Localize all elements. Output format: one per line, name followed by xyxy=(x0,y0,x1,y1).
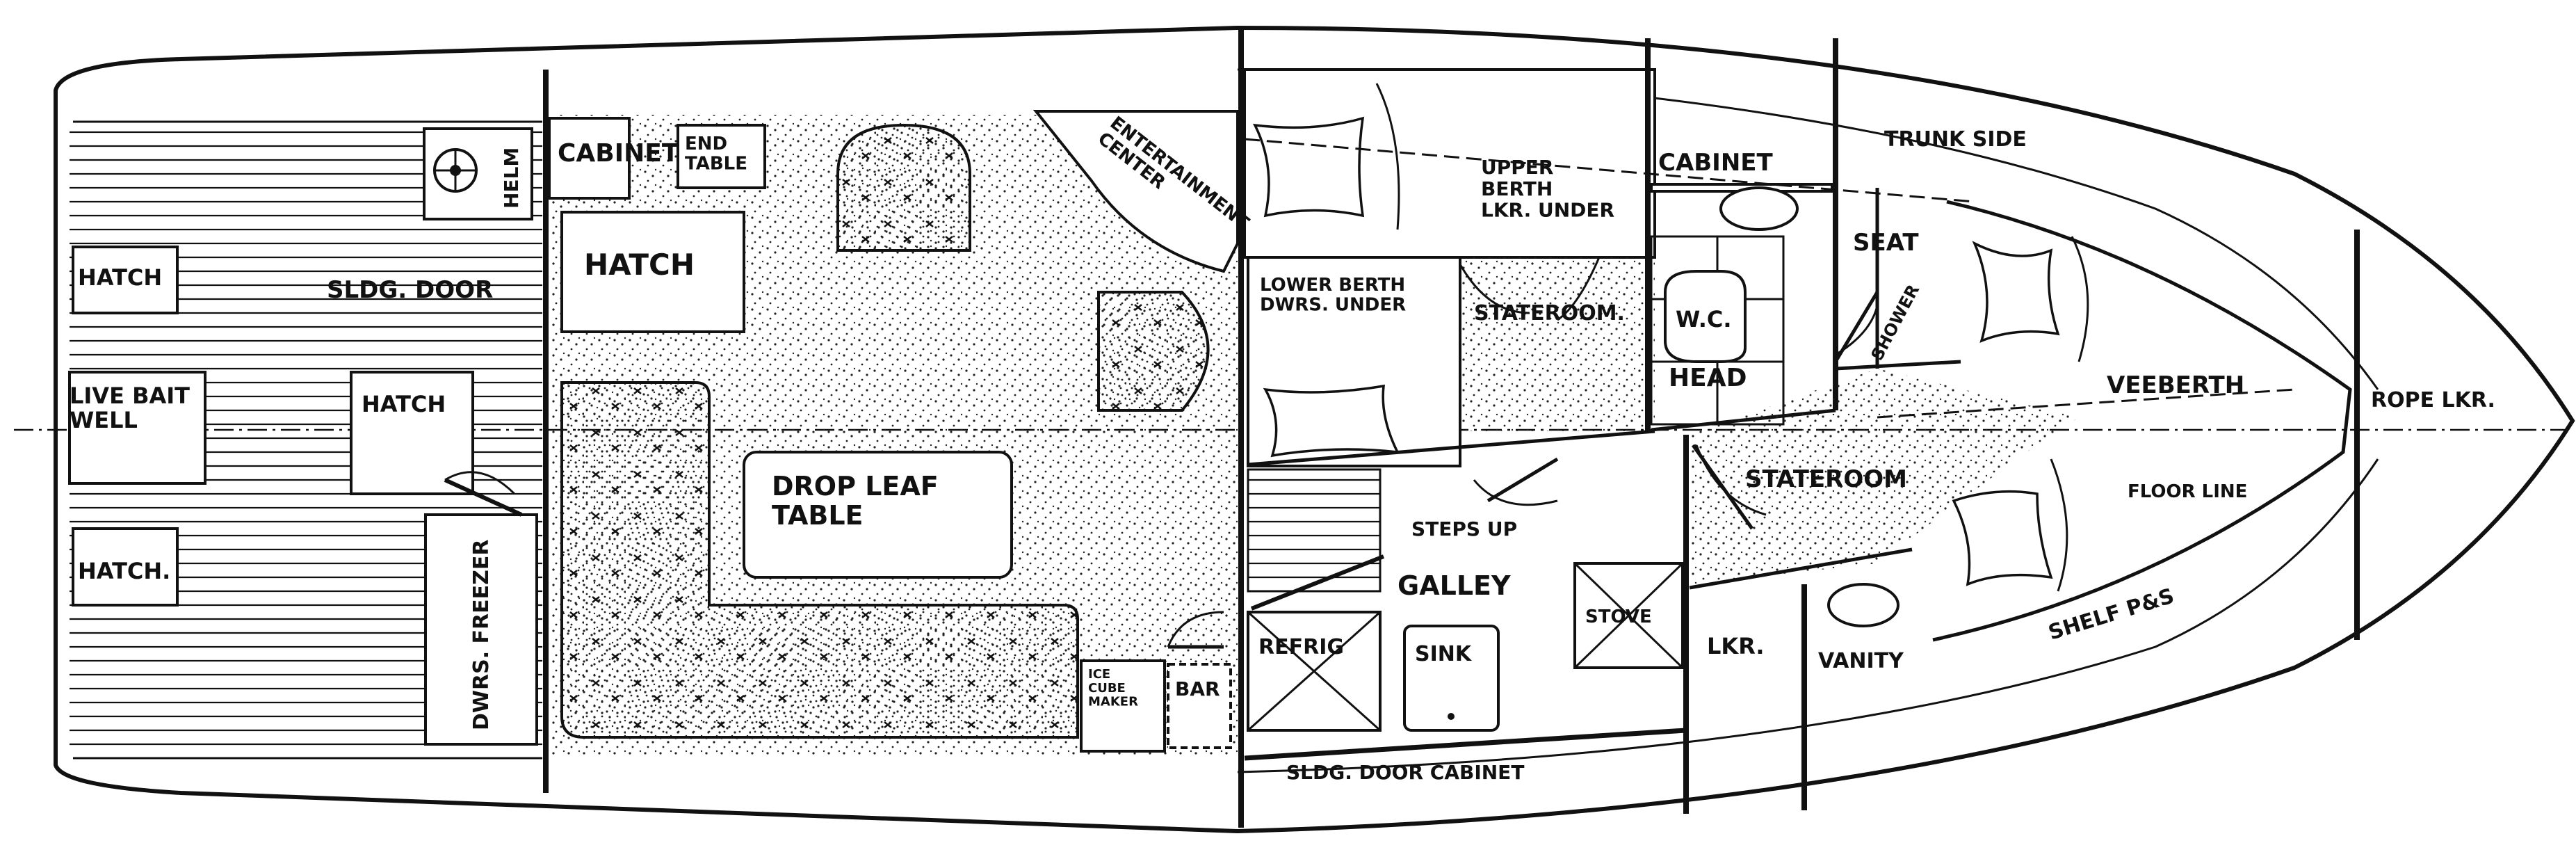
label-vanity: VANITY xyxy=(1818,649,1904,673)
freezer-drawers xyxy=(424,513,538,746)
cockpit-hatch-3 xyxy=(72,527,179,607)
label-helm: HELM xyxy=(500,147,523,209)
label-veeberth: VEEBERTH xyxy=(2107,371,2244,399)
door-swing-bar xyxy=(1167,611,1224,648)
l-settee xyxy=(560,381,1079,739)
chair-fwd xyxy=(1097,291,1210,412)
label-refrig: REFRIG xyxy=(1258,635,1344,659)
label-hatch-cockpit-2: HATCH xyxy=(362,391,446,417)
label-cabinet-aft: CABINET xyxy=(558,139,679,168)
label-steps-up: STEPS UP xyxy=(1411,517,1517,540)
label-hatch-cockpit-1: HATCH xyxy=(78,264,162,291)
helm-station xyxy=(423,127,533,220)
label-sldg-door: SLDG. DOOR xyxy=(327,276,493,304)
label-dwrs-freezer: DWRS. FREEZER xyxy=(469,540,494,730)
label-wc: W.C. xyxy=(1676,306,1731,332)
door-swing-galley xyxy=(1473,479,1558,506)
deck-line xyxy=(73,68,2379,773)
label-hatch-cockpit-3: HATCH. xyxy=(78,558,170,584)
drop-leaf-table xyxy=(743,451,1013,579)
label-trunk-side: TRUNK SIDE xyxy=(1884,127,2027,152)
label-sldg-door-cabinet: SLDG. DOOR CABINET xyxy=(1286,761,1524,784)
floor-line xyxy=(1877,388,2295,419)
hull-outline xyxy=(54,25,2575,834)
cockpit-hatch-1 xyxy=(72,246,179,314)
cabinet-aft xyxy=(548,117,631,200)
stateroom-fwd-floor xyxy=(1690,369,2079,584)
blanket-veeberth-1 xyxy=(2071,236,2089,362)
label-stateroom-fwd: STATEROOM xyxy=(1745,465,1907,493)
steps-up xyxy=(1247,468,1382,593)
blanket-veeberth-2 xyxy=(2050,458,2068,592)
label-cabinet-fwd: CABINET xyxy=(1658,149,1774,177)
label-bar: BAR xyxy=(1175,677,1220,700)
veeberth-outline xyxy=(1932,200,2352,642)
salon-hatch xyxy=(560,211,745,333)
wc xyxy=(1664,270,1747,363)
label-galley: GALLEY xyxy=(1398,570,1511,601)
label-stove: STOVE xyxy=(1585,607,1652,627)
label-stateroom-aft: STATEROOM. xyxy=(1474,301,1625,326)
bar xyxy=(1167,663,1232,749)
pillow-veeberth-1 xyxy=(1972,241,2060,343)
live-bait-well xyxy=(68,371,206,485)
stateroom-aft-floor xyxy=(1460,257,1655,431)
door-swing-stateroom-2 xyxy=(1557,257,1601,321)
armchair xyxy=(836,123,971,252)
label-head: HEAD xyxy=(1669,364,1747,392)
label-seat: SEAT xyxy=(1853,229,1919,257)
pillow-lower xyxy=(1263,384,1400,458)
blanket-upper xyxy=(1375,83,1400,230)
cockpit-hatch-2 xyxy=(350,371,474,495)
entertainment-center xyxy=(1032,110,1239,273)
label-shelf: SHELF P&S xyxy=(2046,584,2177,645)
galley-wall xyxy=(1247,429,1655,467)
door-swing-stateroom xyxy=(1459,264,1530,314)
label-sink: SINK xyxy=(1415,642,1473,666)
vanity-basin xyxy=(1827,583,1899,627)
galley-counter-edge xyxy=(1250,554,1385,611)
sldg-door-cabinet-edge xyxy=(1244,728,1687,761)
vanity-wall xyxy=(1689,547,1913,590)
door-swing-cockpit xyxy=(444,471,516,495)
end-table xyxy=(677,124,766,189)
label-hatch-salon: HATCH xyxy=(584,248,695,282)
ice-cube-maker xyxy=(1080,659,1166,753)
trunk-side-line xyxy=(1244,138,1975,203)
label-lkr: LKR. xyxy=(1707,633,1765,659)
label-floor-line: FLOOR LINE xyxy=(2128,481,2247,502)
pillow-veeberth-2 xyxy=(1952,490,2053,586)
label-rope-lkr: ROPE LKR. xyxy=(2371,388,2495,412)
head-basin xyxy=(1719,186,1799,231)
pillow-upper xyxy=(1252,116,1365,218)
sink xyxy=(1403,625,1500,732)
